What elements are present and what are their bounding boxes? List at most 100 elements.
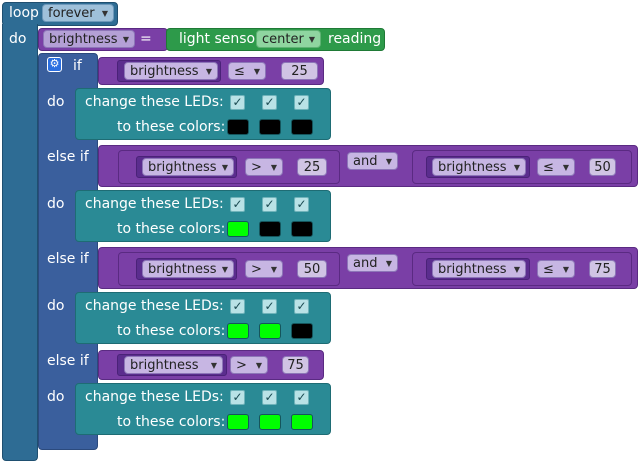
led-color-swatch[interactable] (227, 323, 249, 339)
change-leds-label: change these LEDs: (85, 94, 224, 110)
led-color-swatch[interactable] (291, 323, 313, 339)
logic-operator-value: and (353, 154, 378, 169)
variable-name: brightness (130, 64, 199, 79)
led-color-swatch[interactable] (291, 414, 313, 430)
chevron-down-icon: ▼ (253, 67, 260, 76)
logic-operator-dropdown[interactable]: and ▼ (347, 254, 398, 272)
change-leds-label: change these LEDs: (85, 298, 224, 314)
chevron-down-icon: ▼ (221, 265, 228, 274)
chevron-down-icon: ▼ (308, 35, 315, 44)
variable-name: brightness (438, 262, 507, 277)
variable-name: brightness (148, 262, 217, 277)
sensor-position-value: center (262, 32, 304, 47)
led-checkbox[interactable]: ✓ (230, 299, 245, 314)
variable-name: brightness (130, 358, 199, 373)
led-color-swatch[interactable] (259, 414, 281, 430)
to-colors-label: to these colors: (117, 221, 226, 237)
operator-dropdown[interactable]: ≤ ▼ (228, 62, 266, 80)
chevron-down-icon: ▼ (122, 35, 129, 44)
led-checkbox[interactable]: ✓ (262, 197, 277, 212)
chevron-down-icon: ▼ (210, 361, 217, 370)
led-checkbox[interactable]: ✓ (262, 299, 277, 314)
chevron-down-icon: ▼ (385, 157, 392, 166)
set-variable-dropdown[interactable]: brightness ▼ (43, 30, 135, 48)
if-label: if (73, 58, 82, 74)
led-color-swatch[interactable] (259, 323, 281, 339)
led-checkbox[interactable]: ✓ (294, 299, 309, 314)
led-color-swatch[interactable] (291, 119, 313, 135)
variable-dropdown[interactable]: brightness ▼ (124, 356, 223, 374)
sensor-position-dropdown[interactable]: center ▼ (256, 30, 321, 48)
led-color-swatch[interactable] (259, 221, 281, 237)
led-block[interactable] (75, 88, 331, 140)
else-if-label: else if (47, 353, 89, 369)
loop-mode-value: forever (48, 6, 95, 21)
operator-dropdown[interactable]: > ▼ (245, 158, 283, 176)
led-checkbox[interactable]: ✓ (262, 95, 277, 110)
led-block[interactable] (75, 292, 331, 344)
chevron-down-icon: ▼ (270, 265, 277, 274)
operator-dropdown[interactable]: ≤ ▼ (537, 260, 575, 278)
variable-dropdown[interactable]: brightness ▼ (432, 158, 526, 176)
operator-dropdown[interactable]: ≤ ▼ (537, 158, 575, 176)
to-colors-label: to these colors: (117, 323, 226, 339)
chevron-down-icon: ▼ (562, 163, 569, 172)
operator-value: ≤ (234, 64, 245, 79)
led-block[interactable] (75, 383, 331, 435)
operator-dropdown[interactable]: > ▼ (245, 260, 283, 278)
led-checkbox[interactable]: ✓ (230, 390, 245, 405)
operator-value: > (251, 262, 262, 277)
led-color-swatch[interactable] (291, 221, 313, 237)
to-colors-label: to these colors: (117, 119, 226, 135)
led-checkbox[interactable]: ✓ (230, 95, 245, 110)
change-leds-label: change these LEDs: (85, 389, 224, 405)
gear-icon[interactable]: ⚙ (47, 57, 62, 72)
led-color-swatch[interactable] (227, 119, 249, 135)
led-checkbox[interactable]: ✓ (230, 197, 245, 212)
chevron-down-icon: ▼ (101, 9, 108, 18)
number-input[interactable]: 25 (297, 158, 327, 176)
number-input[interactable]: 25 (281, 62, 318, 80)
led-checkbox[interactable]: ✓ (294, 95, 309, 110)
operator-value: > (251, 160, 262, 175)
led-checkbox[interactable]: ✓ (294, 390, 309, 405)
do-label: do (47, 196, 65, 212)
do-label: do (47, 94, 65, 110)
variable-name: brightness (148, 160, 217, 175)
do-label: do (47, 389, 65, 405)
light-sensor-label: light sensor (179, 31, 261, 47)
else-if-label: else if (47, 149, 89, 165)
chevron-down-icon: ▼ (385, 259, 392, 268)
sensor-reading-label: reading (328, 31, 382, 47)
loop-mode-dropdown[interactable]: forever ▼ (42, 4, 114, 22)
led-color-swatch[interactable] (259, 119, 281, 135)
led-checkbox[interactable]: ✓ (294, 197, 309, 212)
led-block[interactable] (75, 190, 331, 242)
logic-operator-dropdown[interactable]: and ▼ (347, 152, 398, 170)
operator-dropdown[interactable]: > ▼ (230, 356, 268, 374)
chevron-down-icon: ▼ (270, 163, 277, 172)
variable-dropdown[interactable]: brightness ▼ (142, 260, 234, 278)
loop-body-spine (2, 24, 38, 461)
chevron-down-icon: ▼ (205, 67, 212, 76)
change-leds-label: change these LEDs: (85, 196, 224, 212)
number-input[interactable]: 75 (282, 356, 309, 374)
operator-value: ≤ (543, 262, 554, 277)
led-checkbox[interactable]: ✓ (262, 390, 277, 405)
variable-dropdown[interactable]: brightness ▼ (432, 260, 526, 278)
do-label: do (47, 298, 65, 314)
led-color-swatch[interactable] (227, 414, 249, 430)
chevron-down-icon: ▼ (513, 163, 520, 172)
variable-dropdown[interactable]: brightness ▼ (142, 158, 234, 176)
variable-name: brightness (49, 32, 118, 47)
logic-operator-value: and (353, 256, 378, 271)
number-input[interactable]: 50 (297, 260, 327, 278)
number-input[interactable]: 75 (589, 260, 616, 278)
led-color-swatch[interactable] (227, 221, 249, 237)
chevron-down-icon: ▼ (255, 361, 262, 370)
to-colors-label: to these colors: (117, 414, 226, 430)
operator-value: ≤ (543, 160, 554, 175)
loop-do-label: do (9, 31, 27, 47)
variable-dropdown[interactable]: brightness ▼ (124, 62, 218, 80)
number-input[interactable]: 50 (589, 158, 616, 176)
